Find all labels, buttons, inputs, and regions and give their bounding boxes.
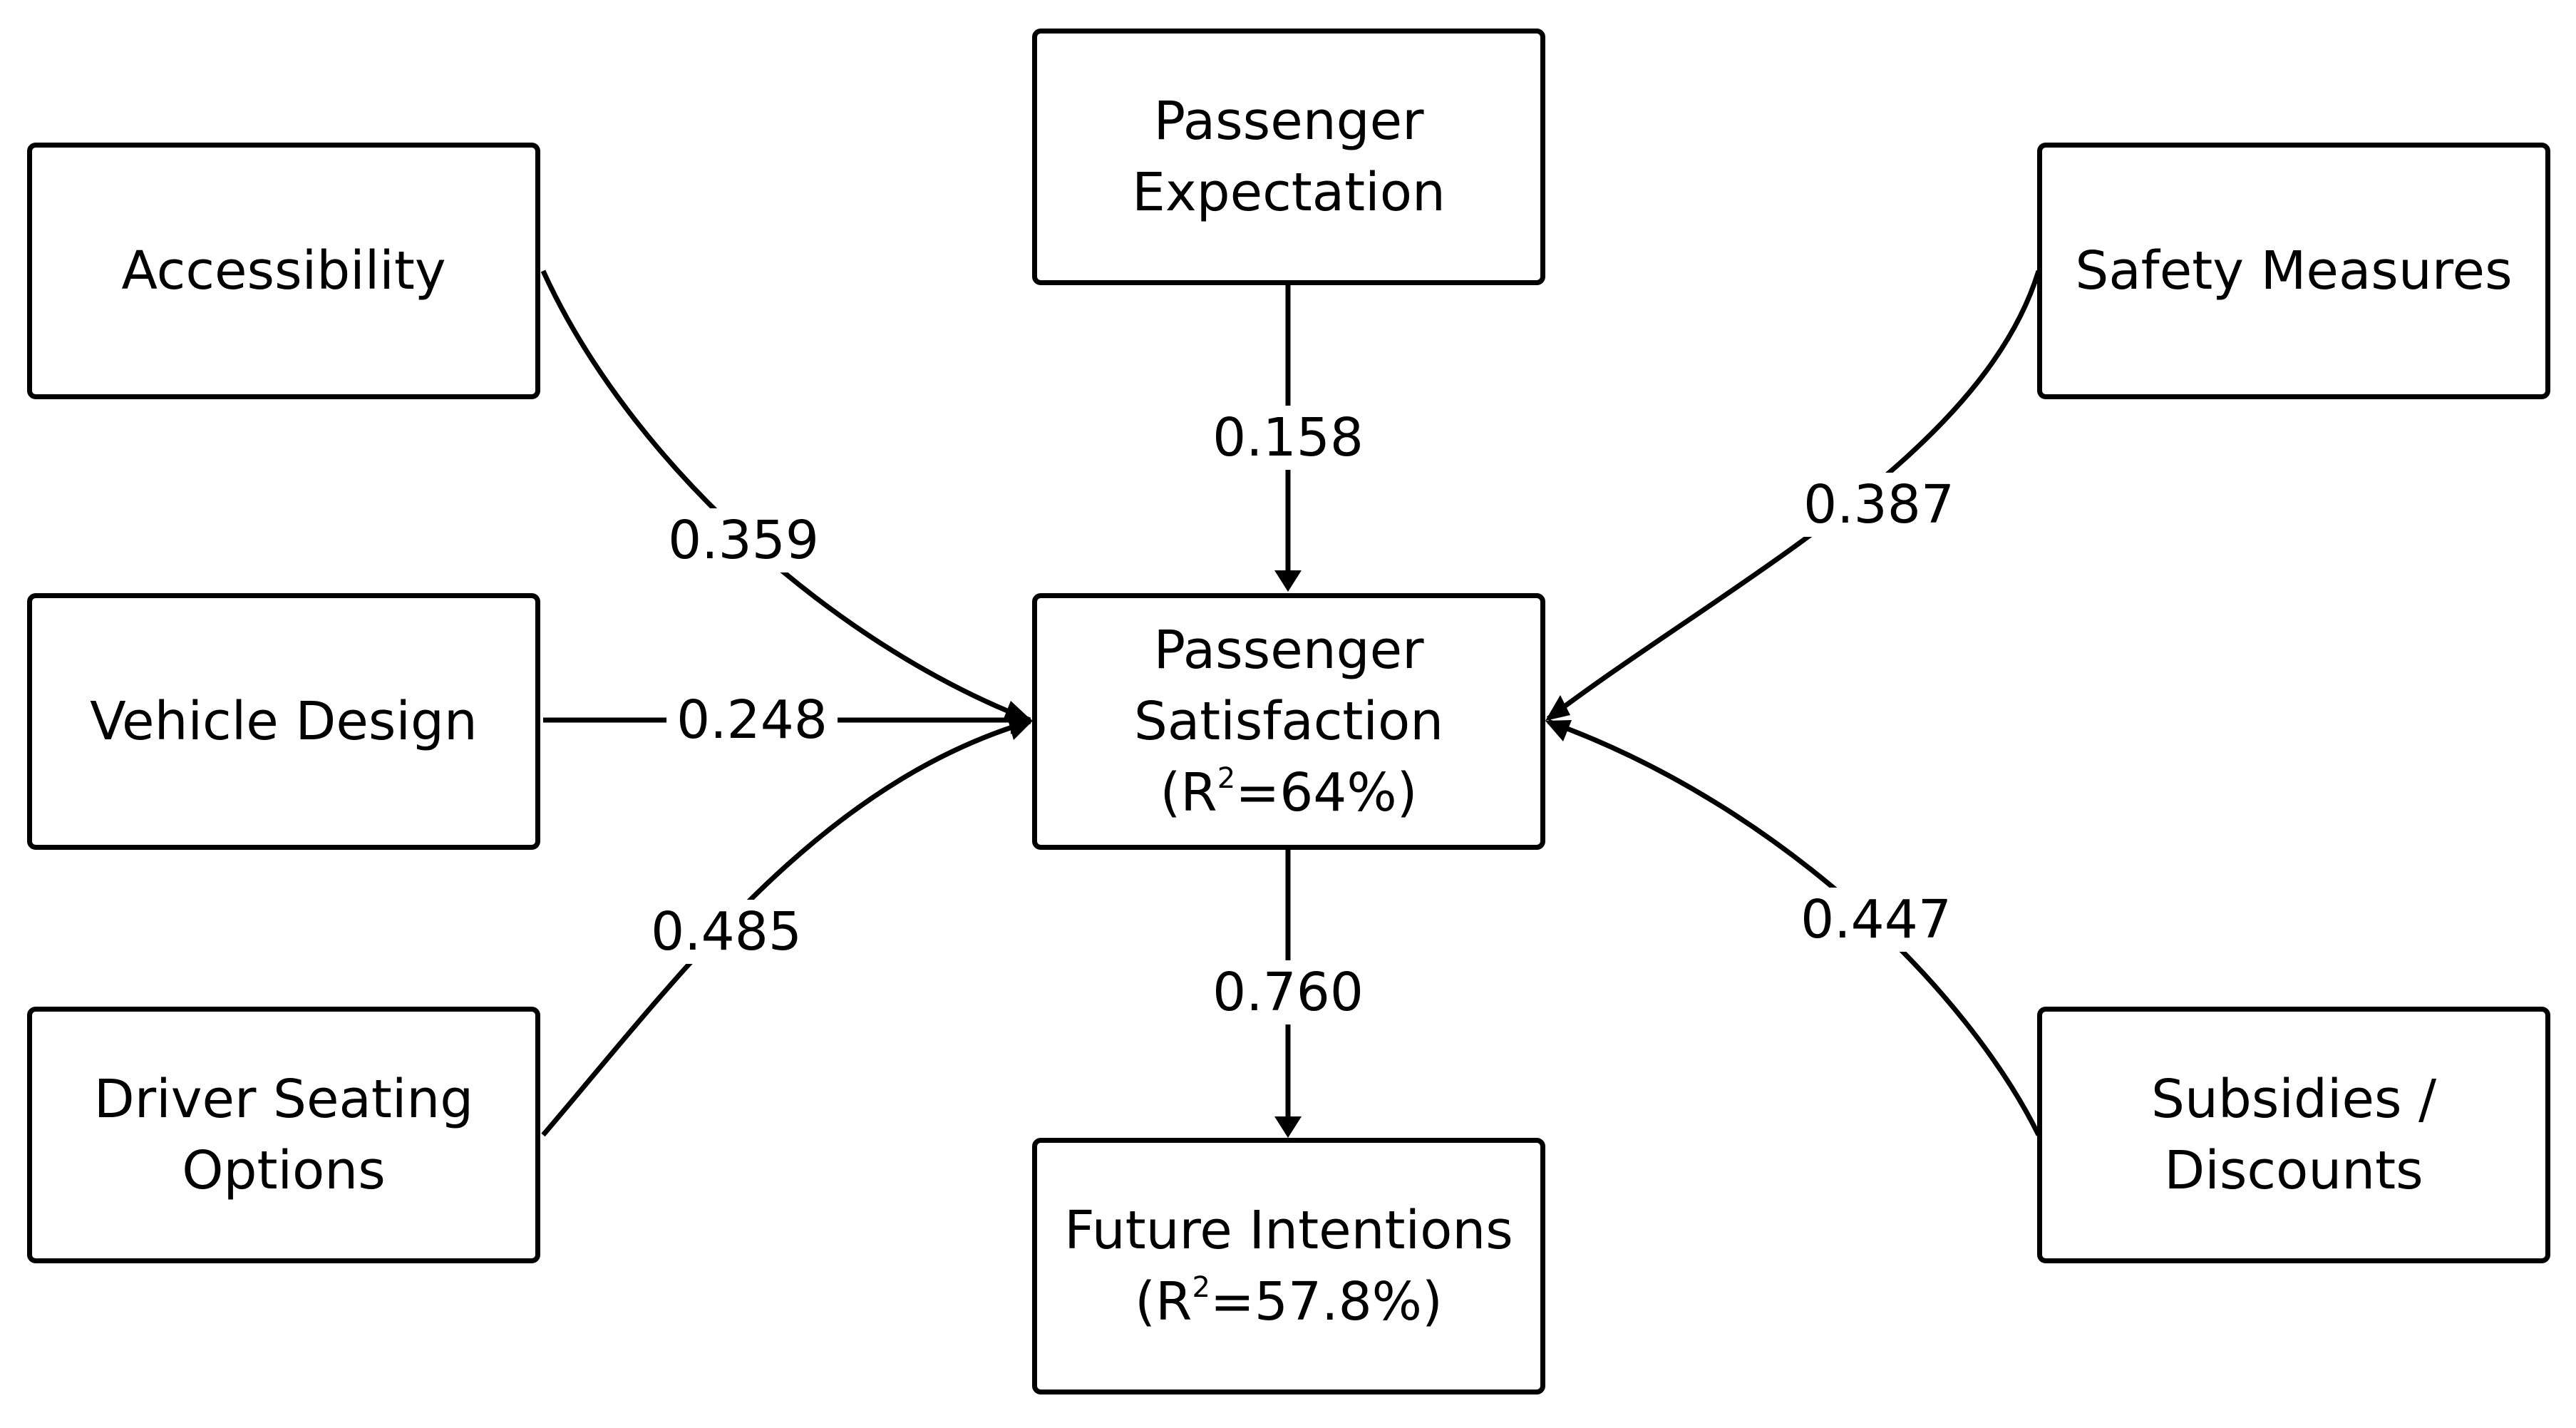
satisfaction-r2-superscript: 2: [1217, 762, 1236, 795]
node-driver-seating-options: Driver Seating Options: [27, 1007, 540, 1263]
node-vehicle-design: Vehicle Design: [27, 593, 540, 850]
node-satisfaction-label-line2: Satisfaction: [1133, 691, 1444, 752]
coef-accessibility: 0.359: [658, 508, 829, 572]
future-r2-value: =57.8%): [1210, 1271, 1443, 1332]
node-expectation-label-line1: Passenger: [1153, 91, 1424, 152]
satisfaction-r2-value: =64%): [1235, 762, 1418, 823]
node-driver-seating-label-line1: Driver Seating: [93, 1069, 474, 1130]
node-satisfaction-r2: (R2=64%): [1160, 757, 1417, 828]
coef-vehicle-design: 0.248: [666, 688, 838, 752]
coef-expectation: 0.158: [1202, 406, 1374, 470]
node-passenger-satisfaction: Passenger Satisfaction (R2=64%): [1032, 593, 1545, 850]
node-future-intentions: Future Intentions (R2=57.8%): [1032, 1138, 1545, 1394]
coef-safety: 0.387: [1793, 473, 1964, 537]
node-accessibility-label: Accessibility: [121, 240, 446, 302]
satisfaction-r2-prefix: (R: [1160, 762, 1217, 823]
future-r2-superscript: 2: [1192, 1271, 1210, 1304]
arrowhead-satisfaction: [1274, 1116, 1302, 1138]
node-subsidies-label-line2: Discounts: [2164, 1140, 2423, 1201]
node-safety-label: Safety Measures: [2075, 240, 2513, 302]
arrowhead-safety: [1545, 695, 1570, 721]
arrowhead-driver-seating: [1007, 717, 1033, 740]
arrowhead-subsidies: [1545, 720, 1572, 741]
coef-driver-seating: 0.485: [641, 900, 812, 964]
node-expectation-label-line2: Expectation: [1132, 162, 1446, 223]
node-subsidies-discounts: Subsidies / Discounts: [2037, 1007, 2550, 1263]
node-accessibility: Accessibility: [27, 143, 540, 399]
arrow-accessibility-to-satisfaction: [540, 269, 1031, 723]
arrow-driver-seating-to-satisfaction: [541, 719, 1031, 1137]
node-safety-measures: Safety Measures: [2037, 143, 2550, 399]
node-vehicle-design-label: Vehicle Design: [90, 691, 478, 752]
node-future-label: Future Intentions: [1064, 1200, 1513, 1261]
arrowhead-expectation: [1274, 570, 1302, 592]
node-future-r2: (R2=57.8%): [1135, 1266, 1443, 1337]
node-passenger-expectation: Passenger Expectation: [1032, 29, 1545, 285]
future-r2-prefix: (R: [1135, 1271, 1192, 1332]
coef-satisfaction-future: 0.760: [1202, 960, 1374, 1024]
node-satisfaction-label-line1: Passenger: [1153, 620, 1424, 681]
node-subsidies-label-line1: Subsidies /: [2150, 1069, 2437, 1130]
node-driver-seating-label-line2: Options: [182, 1140, 386, 1201]
coef-subsidies: 0.447: [1791, 888, 1962, 952]
